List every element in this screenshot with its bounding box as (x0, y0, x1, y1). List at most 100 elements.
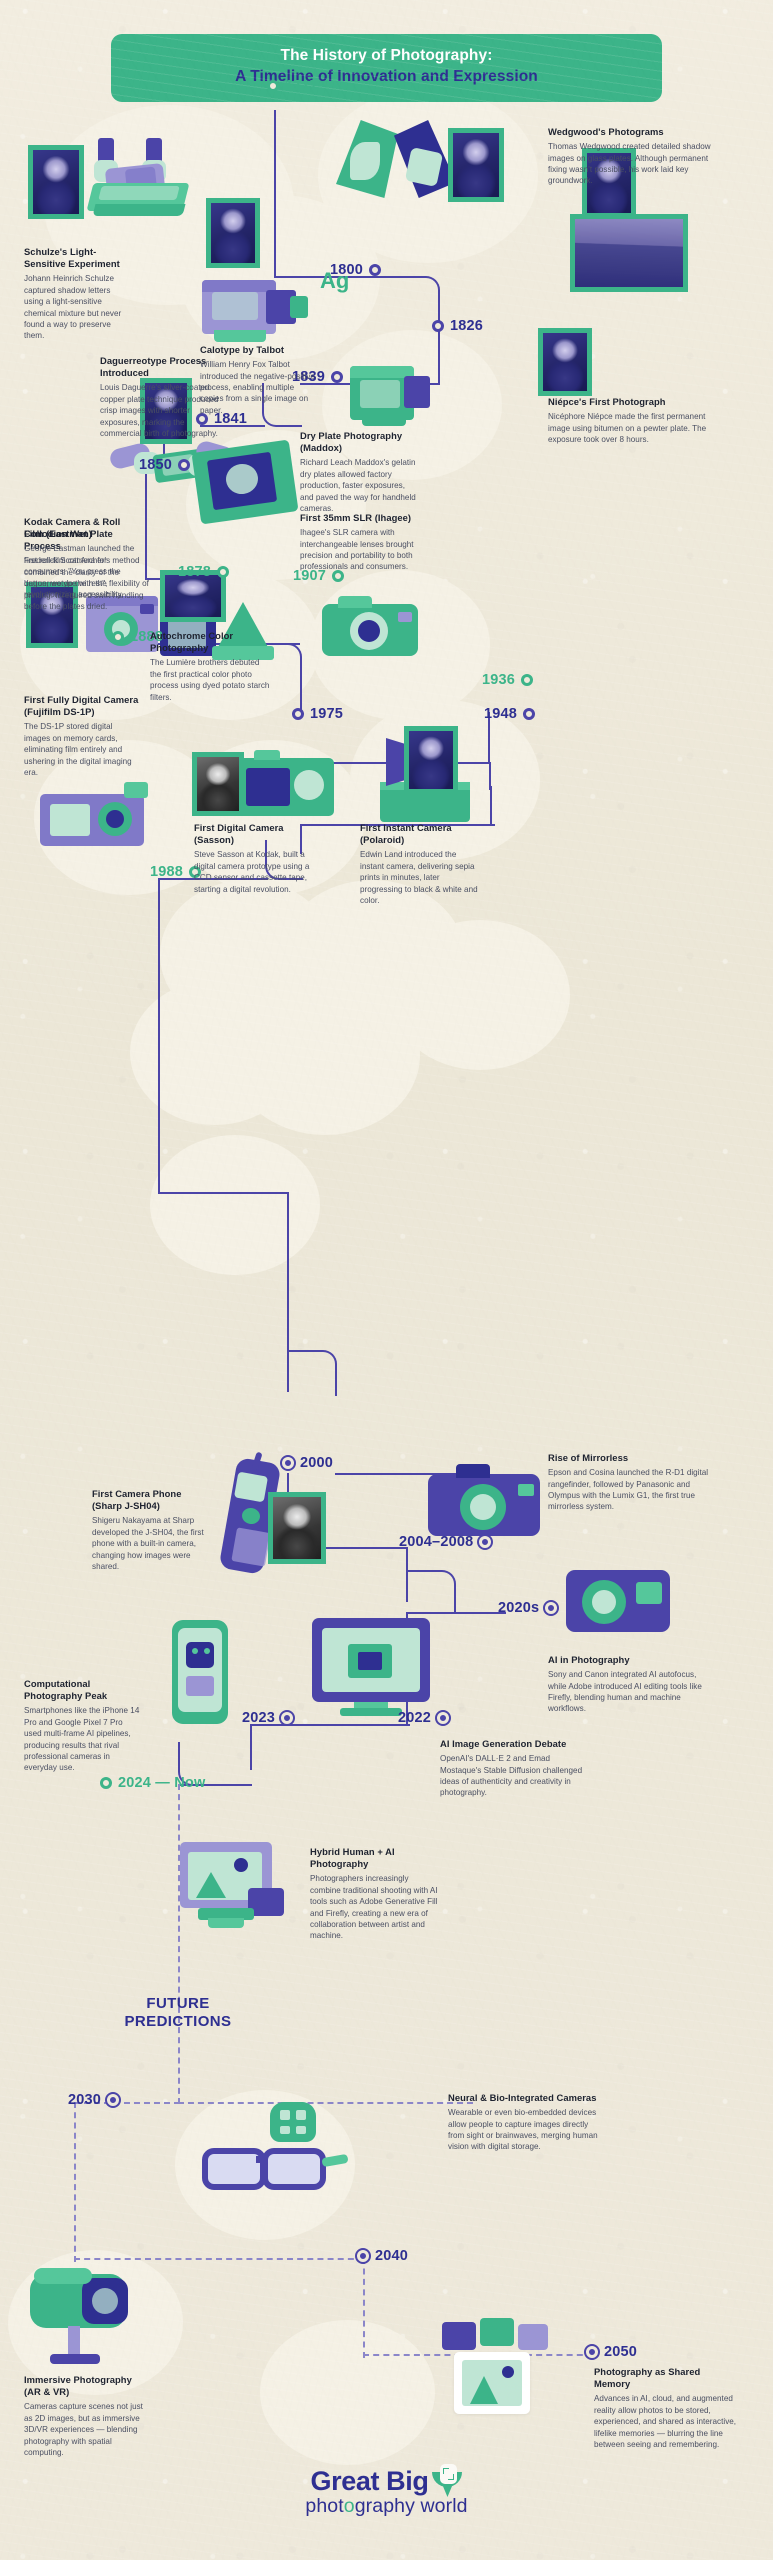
timeline-segment-1826 (438, 325, 440, 343)
event-body-2000: Shigeru Nakayama at Sharp developed the … (92, 1516, 204, 1571)
year-label-1826: 1826 (450, 318, 484, 334)
timeline-segment-1988-v (158, 878, 160, 904)
year-label-1907: 1907 (293, 568, 327, 584)
mirrorless-camera-icon (428, 1458, 558, 1548)
event-card-1717: Schulze's Light-Sensitive Experiment Joh… (24, 246, 124, 342)
year-marker-1717[interactable]: 1717 (267, 78, 318, 94)
timeline-segment-2004-h (287, 1547, 407, 1549)
year-label-1948: 1948 (484, 706, 518, 722)
timeline-segment-2000-h (158, 1192, 288, 1194)
prototype-digital-camera-icon (236, 748, 346, 828)
timeline-segment-1850-v (145, 471, 147, 576)
year-label-2020: 2020s (498, 1600, 540, 1616)
event-title-2020: AI in Photography (548, 1654, 630, 1665)
year-marker-2050[interactable]: 2050 (586, 2344, 637, 2360)
event-title-1800: Wedgwood's Photograms (548, 126, 664, 137)
event-body-2050: Advances in AI, cloud, and augmented rea… (594, 2394, 737, 2449)
year-marker-1839[interactable]: 1839 (292, 369, 344, 385)
year-label-1878: 1878 (178, 564, 212, 580)
year-marker-1826[interactable]: 1826 (432, 318, 483, 334)
event-title-1975: First Digital Camera (Sasson) (194, 822, 284, 846)
year-marker-1975[interactable]: 1975 (292, 706, 343, 722)
event-card-2030: Neural & Bio-Integrated Cameras Wearable… (448, 2092, 598, 2153)
year-marker-2024[interactable]: 2024 — Now (100, 1775, 205, 1791)
event-title-1936: First 35mm SLR (Ihagee) (300, 512, 412, 523)
blob-2050 (260, 2320, 435, 2465)
event-card-1826: Niépce's First Photograph Nicéphore Niép… (548, 396, 718, 445)
event-title-1948: First Instant Camera (Polaroid) (360, 822, 452, 846)
node-dot-icon (357, 2250, 369, 2262)
timeline-segment-1988-down (158, 900, 160, 1190)
timeline-elbow-1800-1826 (402, 276, 440, 326)
year-marker-2004[interactable]: 2004–2008 (399, 1534, 492, 1550)
year-marker-1888[interactable]: 1888 (112, 629, 163, 645)
year-marker-2030[interactable]: 2030 (68, 2092, 120, 2108)
year-marker-2022[interactable]: 2022 (398, 1710, 450, 1726)
node-dot-icon (196, 413, 208, 425)
event-card-1936: First 35mm SLR (Ihagee) Ihagee's SLR cam… (300, 512, 420, 573)
future-heading-line-2: PREDICTIONS (124, 2013, 232, 2031)
vr-headset-icon (30, 2262, 170, 2372)
portrait-sasson (192, 752, 244, 816)
timeline-elbow-1975 (265, 840, 303, 880)
node-dot-icon (586, 2346, 598, 2358)
timeline-segment-2000-v (287, 1192, 289, 1392)
event-body-1841: William Henry Fox Talbot introduced the … (200, 360, 315, 415)
event-title-1907: Autochrome Color Photography (150, 630, 234, 654)
year-marker-1948[interactable]: 1948 (484, 706, 536, 722)
event-card-1988: First Fully Digital Camera (Fujifilm DS-… (24, 694, 140, 778)
event-body-1850: Frederick Scott Archer's method combined… (24, 556, 149, 611)
title-line-1: The History of Photography: (280, 47, 493, 64)
year-label-1988: 1988 (150, 864, 184, 880)
node-dot-icon (523, 708, 536, 720)
node-dot-icon (432, 320, 444, 332)
year-marker-1800[interactable]: 1800 (330, 262, 382, 278)
shared-memory-icon (440, 2318, 560, 2428)
node-dot-icon (100, 1777, 112, 1789)
year-marker-1841[interactable]: 1841 (196, 411, 247, 427)
year-marker-2023[interactable]: 2023 (242, 1710, 294, 1726)
year-marker-1936[interactable]: 1936 (482, 672, 534, 688)
year-marker-2040[interactable]: 2040 (357, 2248, 408, 2264)
year-marker-2020[interactable]: 2020s (498, 1600, 558, 1616)
timeline-dashed-2030-v (74, 2102, 76, 2262)
title-line-2: A Timeline of Innovation and Expression (235, 67, 538, 85)
timeline-segment-1907-v (300, 688, 302, 716)
event-body-1717: Johann Heinrich Schulze captured shadow … (24, 274, 122, 341)
brand-sub-post: graphy world (354, 2495, 468, 2517)
calotype-camera-icon (340, 348, 450, 438)
year-marker-1878[interactable]: 1878 (178, 564, 230, 580)
neural-glasses-icon (196, 2100, 356, 2210)
year-marker-1907[interactable]: 1907 (293, 568, 345, 584)
year-label-2000: 2000 (300, 1455, 334, 1471)
blob-2024 (150, 1135, 320, 1275)
year-marker-1988[interactable]: 1988 (150, 864, 202, 880)
timeline-elbow-2000-node (287, 1350, 337, 1396)
event-card-2000: First Camera Phone (Sharp J-SH04) Shiger… (92, 1488, 206, 1572)
event-body-1948: Edwin Land introduced the instant camera… (360, 850, 478, 905)
event-card-1907: Autochrome Color Photography The Lumière… (150, 630, 272, 703)
event-body-1878: Richard Leach Maddox's gelatin dry plate… (300, 458, 416, 513)
brand-sub-o: o (343, 2495, 355, 2517)
portrait-eastman (26, 582, 78, 648)
year-label-1800: 1800 (330, 262, 364, 278)
node-dot-icon (178, 459, 191, 471)
event-title-2022: AI Image Generation Debate (440, 1738, 567, 1749)
timeline-elbow-2020 (406, 1570, 456, 1614)
event-title-2004: Rise of Mirrorless (548, 1452, 629, 1463)
year-marker-1850[interactable]: 1850 (139, 457, 191, 473)
brand-logo[interactable]: Great Big photography world (0, 2464, 773, 2518)
timeline-segment-1717 (274, 110, 276, 250)
event-title-2023: Computational Photography Peak (24, 1678, 108, 1702)
blob-2022 (230, 975, 420, 1135)
year-label-2030: 2030 (68, 2092, 102, 2108)
event-body-1975: Steve Sasson at Kodak, built a digital c… (194, 850, 310, 894)
event-body-2020: Sony and Canon integrated AI autofocus, … (548, 1670, 702, 1714)
event-body-2023: Smartphones like the iPhone 14 Pro and G… (24, 1706, 140, 1773)
slr-camera-icon (318, 590, 438, 670)
node-dot-icon (545, 1602, 558, 1614)
fujifilm-ds1p-icon (40, 770, 170, 860)
leaf-photogram-icon (336, 110, 466, 210)
node-dot-icon (282, 1457, 294, 1469)
year-marker-2000[interactable]: 2000 (282, 1455, 333, 1471)
